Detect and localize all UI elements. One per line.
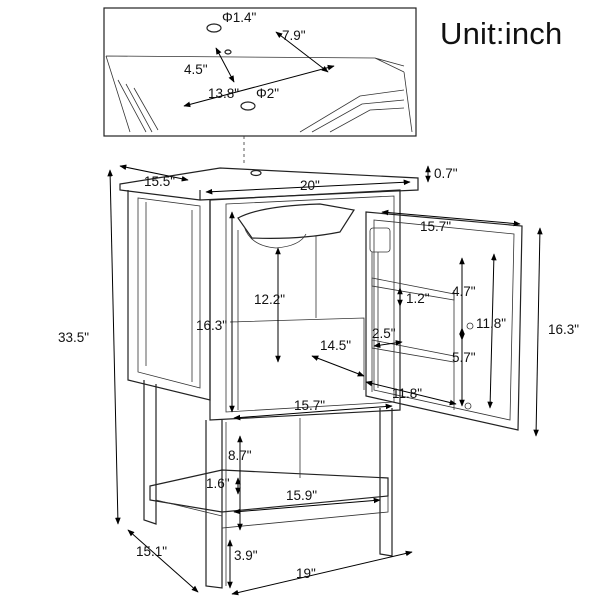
front-frame [209, 189, 401, 421]
dim-overall-height: 33.5" [58, 330, 89, 345]
dim-inner-width: 15.7" [294, 398, 325, 413]
front-left-leg [205, 420, 223, 589]
inset-frame [103, 7, 417, 137]
front-right-leg [379, 408, 393, 557]
dim-rack-height: 11.8" [476, 316, 506, 331]
dim-depth-top: 15.5" [144, 174, 175, 189]
faucet-hole-icon [224, 49, 232, 55]
dim-door-width: 15.7" [420, 219, 451, 234]
dim-rack-width: 2.5" [372, 326, 396, 341]
dim-leg-height: 3.9" [234, 548, 258, 563]
dim-inner-depth: 14.5" [320, 338, 351, 353]
door-rack-lower [371, 339, 455, 363]
dim-top-thickness: 0.7" [434, 166, 458, 181]
dim-shelf-thickness: 1.6" [206, 476, 230, 491]
dim-base-width: 19" [296, 566, 316, 581]
dim-shelf-gap: 1.2" [406, 291, 430, 306]
door-hinge [369, 227, 391, 253]
inset-countertop-outline [105, 55, 413, 133]
dim-rack-upper: 4.7" [452, 284, 476, 299]
dim-shelf-width: 15.9" [286, 488, 317, 503]
dim-open-shelf-height: 8.7" [228, 448, 252, 463]
dim-base-depth: 15.1" [136, 544, 167, 559]
sink-basin [237, 203, 355, 239]
dim-width-top: 20" [300, 178, 320, 193]
inset-door-edge [117, 79, 159, 133]
dim-door-inner-width: 11.8" [392, 386, 422, 401]
dim-door-height: 16.3" [548, 322, 579, 337]
rack-screw-lower [464, 402, 472, 410]
dim-top-depth-inset: 7.9" [282, 28, 306, 43]
rear-left-leg [143, 380, 157, 525]
dimension-labels: Φ1.4" 7.9" 4.5" 13.8" Φ2" 15.5" 20" 0.7"… [58, 10, 579, 581]
dim-basin-clearance: 12.2" [254, 292, 285, 307]
cabinet-interior [229, 230, 365, 410]
inset-cabinet-edge [299, 89, 405, 133]
unit-label: Unit:inch [440, 16, 563, 51]
left-side-panel [127, 190, 211, 401]
top-view-inset [103, 7, 417, 166]
dim-top-width-inset: 13.8" [208, 86, 239, 101]
bottom-shelf [149, 469, 389, 513]
dimension-lines [107, 31, 543, 596]
faucet-hole [250, 169, 262, 177]
dim-cabinet-inner-height: 16.3" [196, 318, 227, 333]
dim-rack-lower: 5.7" [452, 350, 476, 365]
small-hole-icon [206, 23, 222, 33]
dim-top-side: 4.5" [184, 62, 208, 77]
dim-top-hole-large: Φ2" [256, 86, 279, 101]
rack-screw-upper [466, 322, 474, 330]
dim-top-hole-small: Φ1.4" [222, 10, 257, 25]
drain-hole-icon [240, 101, 256, 111]
